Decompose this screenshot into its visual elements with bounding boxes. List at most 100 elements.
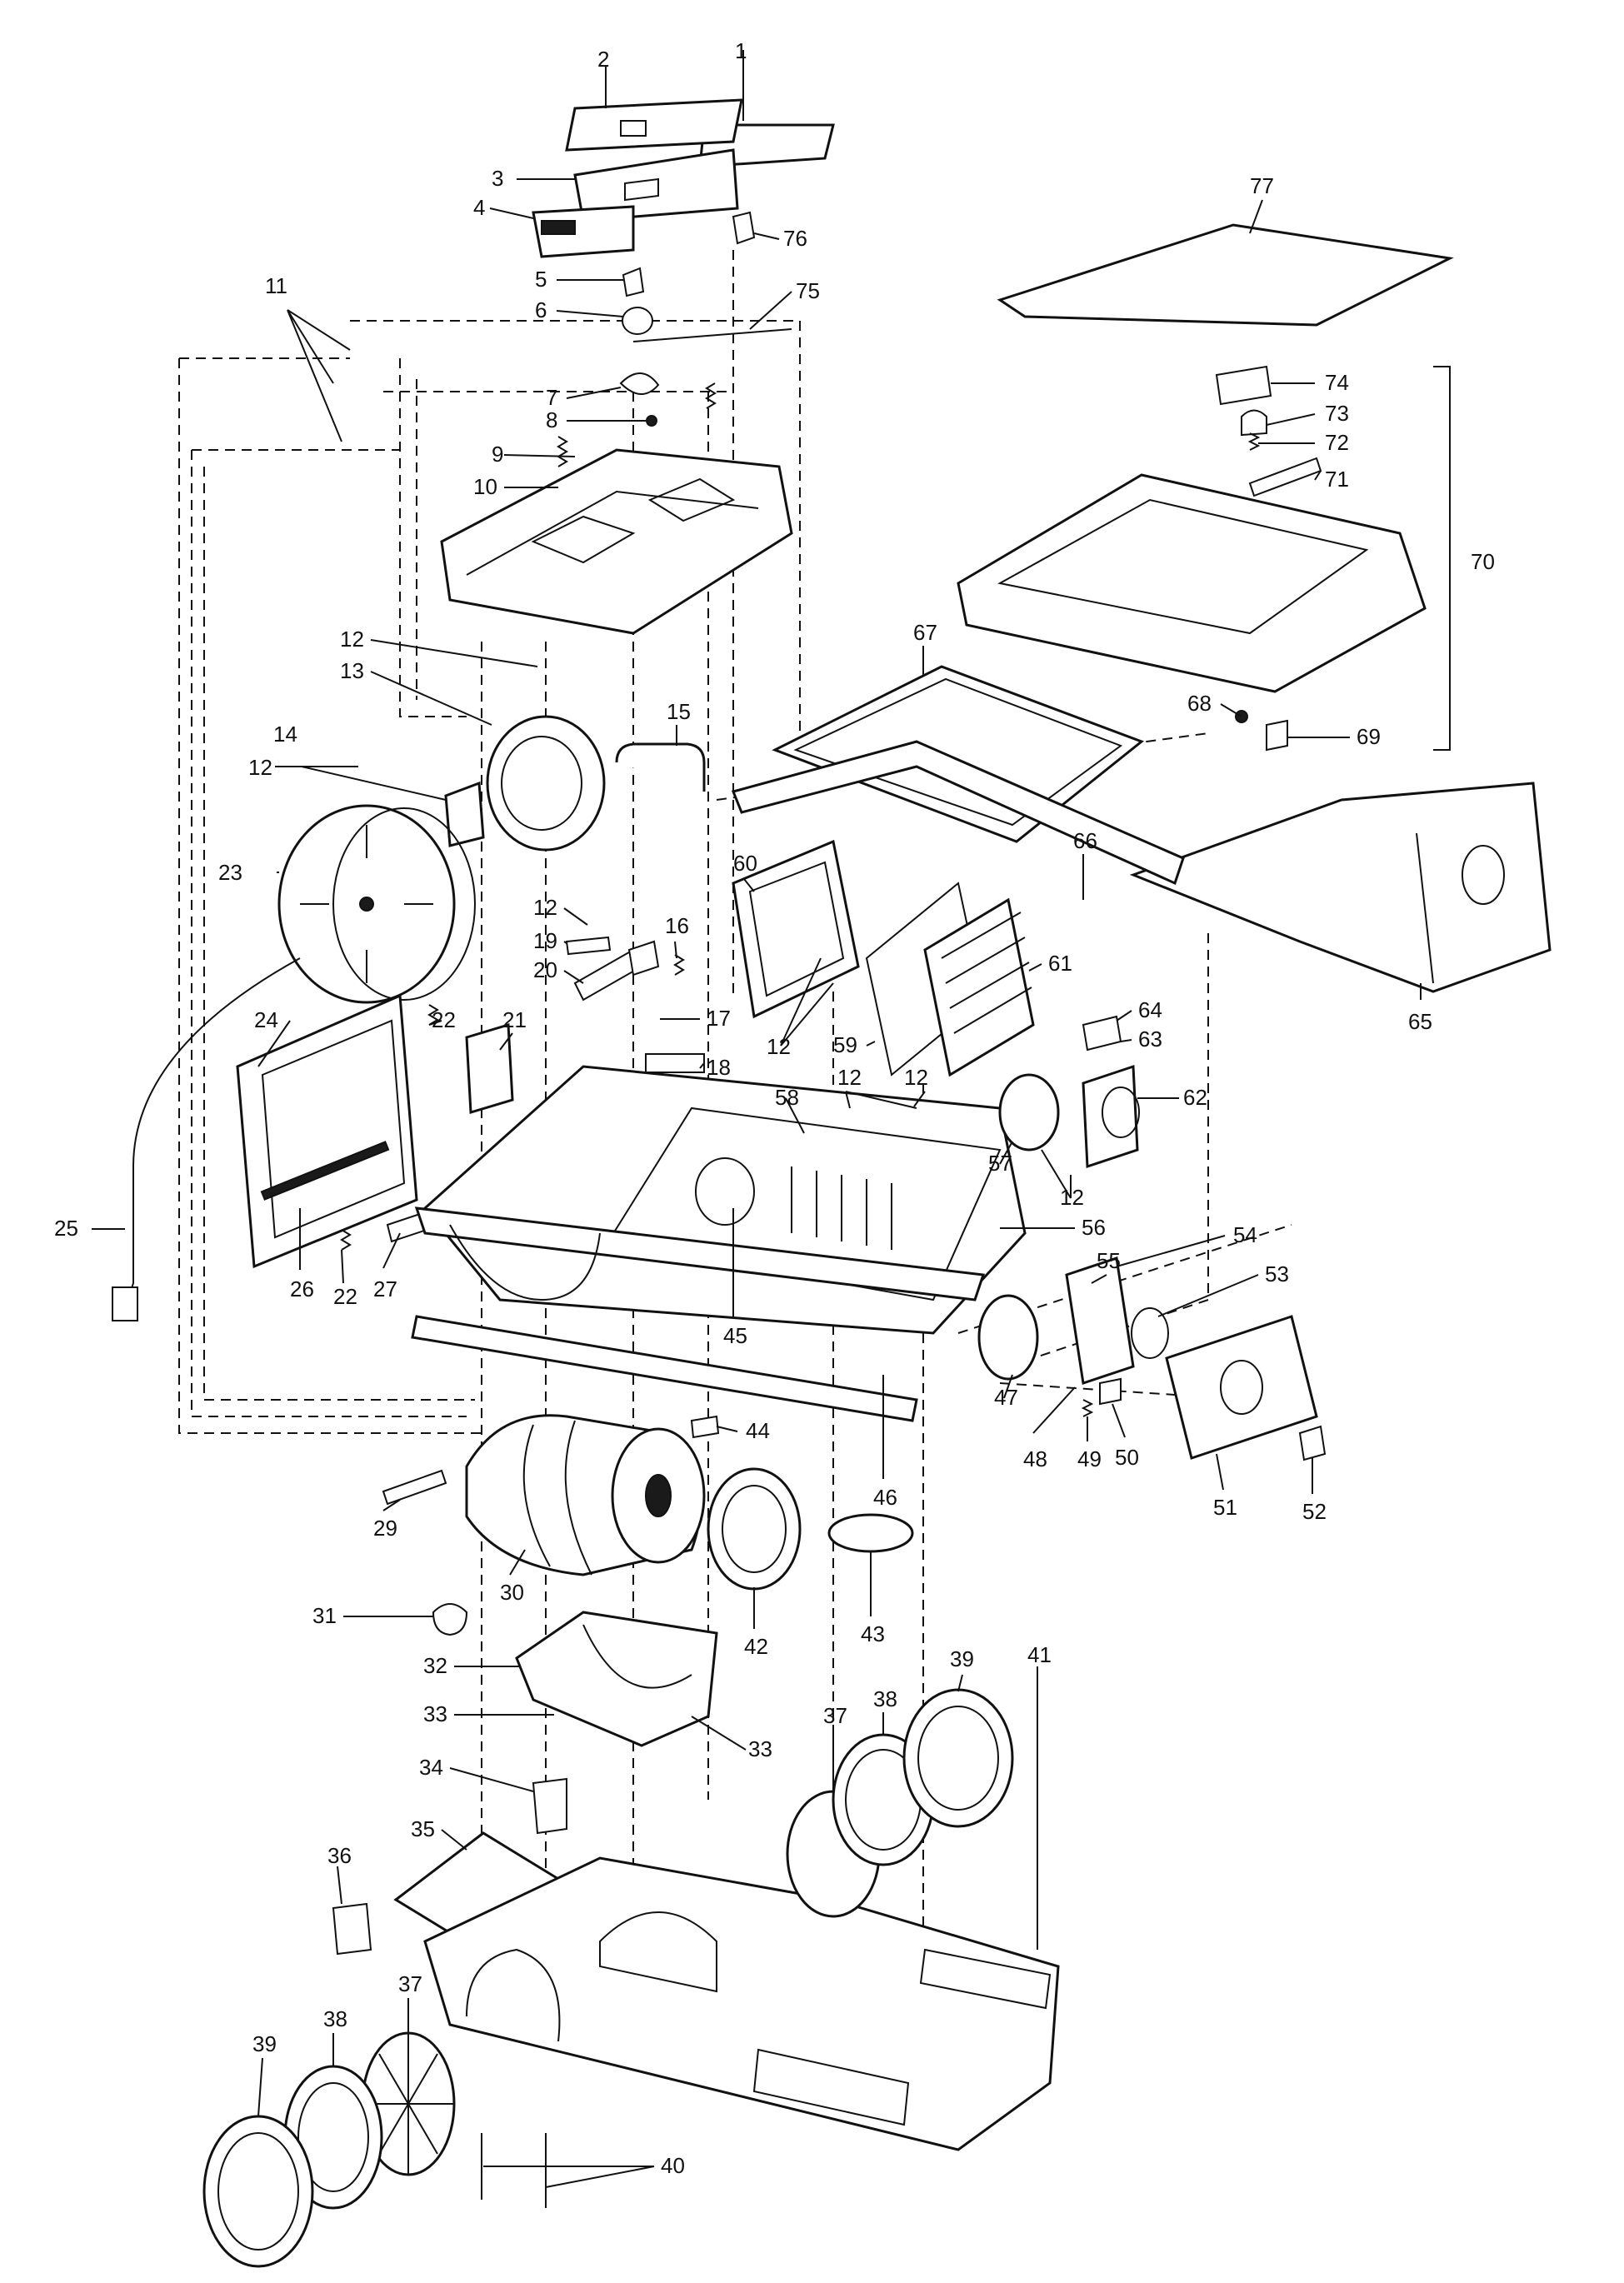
callout: 72 bbox=[1325, 430, 1349, 455]
callout: 50 bbox=[1115, 1445, 1139, 1470]
callout: 62 bbox=[1183, 1085, 1207, 1110]
callout: 56 bbox=[1082, 1215, 1106, 1240]
callout: 33 bbox=[748, 1736, 772, 1761]
callout: 74 bbox=[1325, 370, 1349, 395]
part-76-latch bbox=[732, 211, 756, 245]
callout: 20 bbox=[533, 957, 557, 982]
part-64-clip bbox=[1082, 1015, 1122, 1052]
callout: 12 bbox=[1060, 1185, 1084, 1210]
callout-leaders bbox=[92, 50, 1422, 2188]
callout: 26 bbox=[290, 1276, 314, 1301]
callout: 22 bbox=[432, 1007, 456, 1032]
callout: 11 bbox=[265, 273, 287, 298]
callout: 12 bbox=[248, 755, 272, 780]
callout: 66 bbox=[1073, 828, 1097, 853]
callout: 42 bbox=[744, 1634, 768, 1659]
callout: 54 bbox=[1233, 1222, 1257, 1247]
part-32-motor-cradle bbox=[515, 1611, 718, 1747]
part-9-top-housing bbox=[440, 448, 793, 635]
callout: 51 bbox=[1213, 1495, 1237, 1520]
callout: 59 bbox=[833, 1032, 857, 1057]
callout: 6 bbox=[535, 297, 547, 322]
callout: 19 bbox=[533, 928, 557, 953]
callout: 65 bbox=[1408, 1009, 1432, 1034]
callout: 27 bbox=[373, 1276, 397, 1301]
callout: 73 bbox=[1325, 401, 1349, 426]
callout: 21 bbox=[502, 1007, 527, 1032]
callout: 32 bbox=[423, 1653, 447, 1678]
callout: 9 bbox=[492, 442, 503, 467]
part-41-base bbox=[423, 1856, 1060, 2151]
callout: 12 bbox=[533, 895, 557, 920]
callout: 12 bbox=[904, 1065, 928, 1090]
callout: 39 bbox=[252, 2031, 277, 2056]
part-4-button bbox=[532, 205, 635, 258]
part-chassis-front-lip bbox=[414, 1206, 986, 1301]
callout: 63 bbox=[1138, 1027, 1162, 1052]
part-18-pad bbox=[645, 1053, 705, 1073]
part-15-handle bbox=[615, 742, 706, 792]
callout: 10 bbox=[473, 474, 497, 499]
callout: 61 bbox=[1048, 951, 1072, 976]
part-47-ring bbox=[977, 1294, 1039, 1381]
part-39-tire-right bbox=[902, 1688, 1014, 1828]
callout: 47 bbox=[994, 1385, 1018, 1410]
callout: 77 bbox=[1250, 173, 1274, 198]
callout: 12 bbox=[837, 1065, 862, 1090]
callout: 35 bbox=[411, 1816, 435, 1841]
part-51-outlet-cover bbox=[1165, 1315, 1318, 1460]
callout: 33 bbox=[423, 1701, 447, 1726]
callout: 75 bbox=[796, 278, 820, 303]
callout: 41 bbox=[1027, 1642, 1052, 1667]
callout: 17 bbox=[707, 1006, 731, 1031]
part-46-bumper bbox=[411, 1315, 918, 1422]
part-21-latch-block bbox=[465, 1023, 514, 1114]
callout: 1 bbox=[735, 38, 747, 63]
callout: 29 bbox=[373, 1516, 397, 1541]
part-36-clip bbox=[332, 1902, 372, 1956]
part-34-bracket bbox=[532, 1777, 567, 1835]
part-6-knob bbox=[622, 307, 653, 335]
part-29-clip bbox=[382, 1469, 447, 1506]
part-17-latch bbox=[627, 940, 660, 977]
part-65-dust-bag bbox=[1129, 782, 1552, 993]
callout-labels: 1 2 3 4 5 6 7 8 9 10 11 12 13 12 14 15 2… bbox=[54, 38, 1495, 2178]
part-24-panel bbox=[236, 993, 418, 1269]
part-31-ring bbox=[432, 1603, 468, 1636]
callout: 38 bbox=[873, 1686, 897, 1711]
callout: 53 bbox=[1265, 1261, 1289, 1286]
part-14-switch bbox=[444, 781, 485, 847]
callout: 69 bbox=[1357, 724, 1381, 749]
callout: 71 bbox=[1325, 467, 1349, 492]
callout: 18 bbox=[707, 1055, 731, 1080]
callout: 13 bbox=[340, 658, 364, 683]
callout: 30 bbox=[500, 1580, 524, 1605]
callout: 23 bbox=[218, 860, 242, 885]
callout: 60 bbox=[733, 851, 757, 876]
part-5-clip bbox=[622, 267, 645, 297]
callout: 55 bbox=[1097, 1248, 1121, 1273]
callout: 46 bbox=[873, 1485, 897, 1510]
callout: 16 bbox=[665, 913, 689, 938]
part-74-knob bbox=[1215, 365, 1272, 406]
part-73-cap bbox=[1241, 409, 1267, 437]
callout: 39 bbox=[950, 1646, 974, 1671]
part-3-cover-plate bbox=[573, 148, 739, 222]
part-50-clip bbox=[1099, 1377, 1122, 1406]
callout: 25 bbox=[54, 1216, 78, 1241]
part-13-bezel bbox=[486, 715, 606, 852]
callout: 52 bbox=[1302, 1499, 1327, 1524]
part-25-power-cord bbox=[124, 957, 301, 1309]
callout: 34 bbox=[419, 1755, 443, 1780]
callout: 43 bbox=[861, 1621, 885, 1646]
callout: 44 bbox=[746, 1418, 770, 1443]
part-8-screw bbox=[646, 415, 657, 427]
callout: 57 bbox=[988, 1151, 1012, 1176]
callout: 36 bbox=[327, 1843, 352, 1868]
part-71-lever bbox=[1248, 457, 1322, 497]
callout: 48 bbox=[1023, 1446, 1047, 1471]
callout: 8 bbox=[546, 407, 557, 432]
callout: 58 bbox=[775, 1085, 799, 1110]
callout: 7 bbox=[546, 385, 557, 410]
